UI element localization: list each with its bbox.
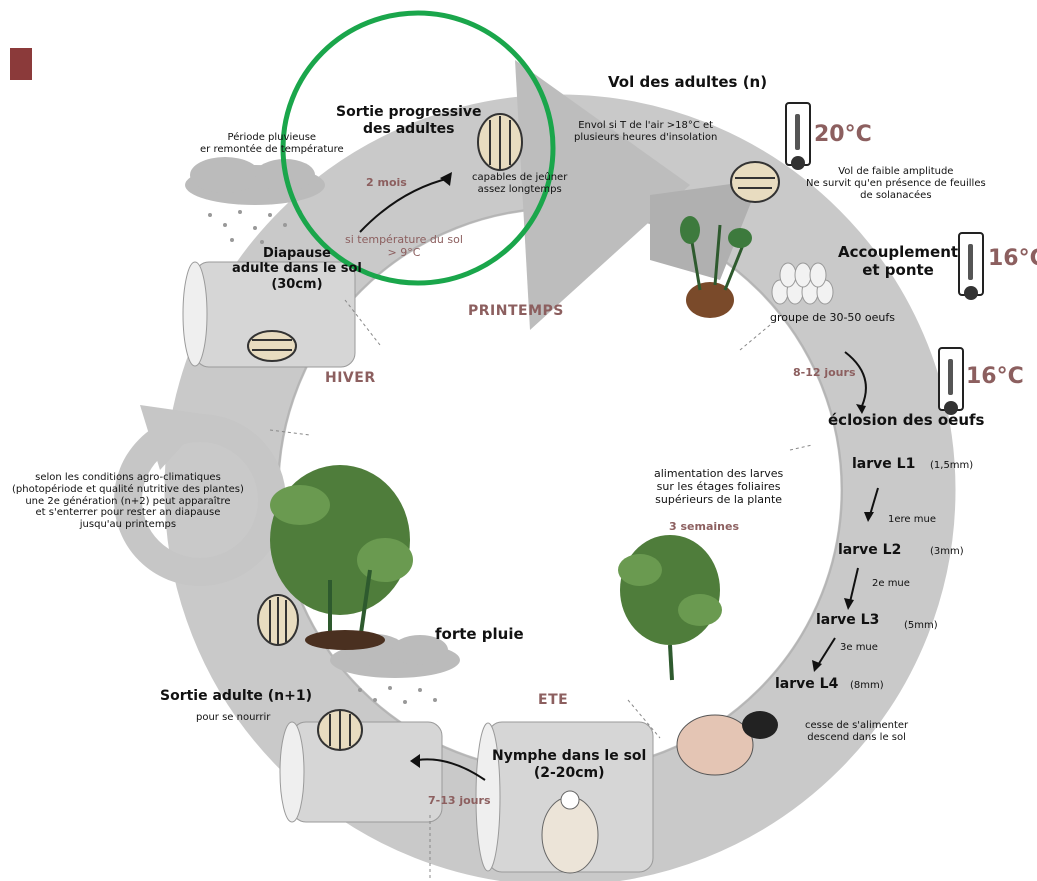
beetle-icon [318,710,362,750]
season-printemps: PRINTEMPS [468,303,564,319]
thermometer-icon [785,102,811,166]
label-temp-sol: si température du sol > 9°C [345,234,463,260]
label-l3-size: (5mm) [904,620,938,632]
label-nymphe: Nymphe dans le sol (2-20cm) [492,748,646,781]
label-diapause: Diapause adulte dans le sol (30cm) [232,246,362,292]
label-3-semaines: 3 semaines [669,520,739,533]
temperature-16-ponte: 16°C [988,246,1037,271]
label-2-mois: 2 mois [366,176,407,189]
label-l2-size: (3mm) [930,546,964,558]
season-ete: ETE [538,692,568,708]
label-accouplement: Accouplement et ponte [838,244,958,279]
thermometer-icon [958,232,984,296]
label-2e-mue: 2e mue [872,578,910,590]
beetle-icon [248,331,296,361]
label-larve-l2: larve L2 [838,542,901,559]
label-larve-l3: larve L3 [816,612,879,629]
label-sortie-adulte: Sortie adulte (n+1) [160,688,312,705]
beetle-icon [731,162,779,202]
label-groupe-oeufs: groupe de 30-50 oeufs [770,312,895,325]
egg-cluster-icon [772,263,833,304]
label-vol-faible: Vol de faible amplitude Ne survit qu'en … [806,166,986,201]
label-cesse: cesse de s'alimenter descend dans le sol [805,720,908,744]
label-capables-jeuner: capables de jeûner assez longtemps [472,172,567,196]
potato-plant-icon [618,535,722,680]
label-sortie-progressive: Sortie progressive des adultes [336,104,482,137]
label-alimentation: alimentation des larves sur les étages f… [654,468,783,507]
thermometer-icon [938,347,964,411]
label-larve-l1: larve L1 [852,456,915,473]
season-hiver: HIVER [325,370,376,386]
temperature-20: 20°C [814,122,872,147]
label-larve-l4: larve L4 [775,676,838,693]
label-forte-pluie: forte pluie [435,626,524,644]
label-envol: Envol si T de l'air >18°C et plusieurs h… [574,120,717,144]
label-selon-conditions: selon les conditions agro-climatiques (p… [12,472,244,531]
corner-marker [10,48,32,80]
beetle-icon [478,114,522,170]
label-vol-adultes: Vol des adultes (n) [608,74,767,92]
label-8-12-jours: 8-12 jours [793,366,856,379]
label-7-13-jours: 7-13 jours [428,794,491,807]
beetle-icon [258,595,298,645]
label-l4-size: (8mm) [850,680,884,692]
label-periode-pluvieuse: Période pluvieuse er remontée de tempéra… [200,132,344,156]
label-eclosion: éclosion des oeufs [828,412,984,430]
label-l1-size: (1,5mm) [930,460,973,472]
label-pour-nourrir: pour se nourrir [196,712,270,724]
label-3e-mue: 3e mue [840,642,878,654]
label-1ere-mue: 1ere mue [888,514,936,526]
temperature-16-eclosion: 16°C [966,364,1024,389]
